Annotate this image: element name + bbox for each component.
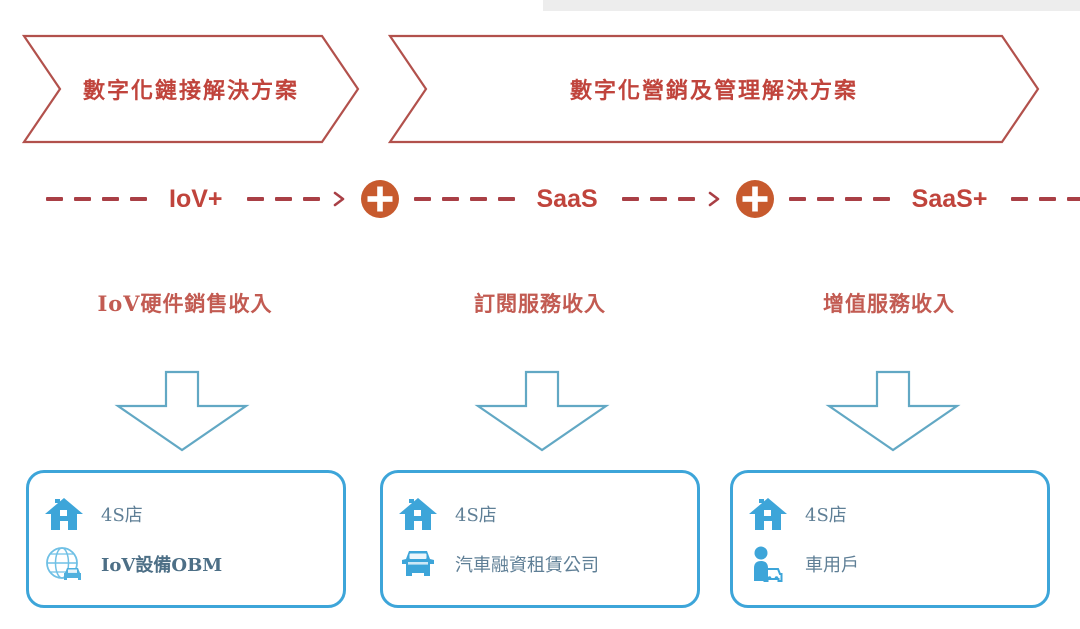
list-item[interactable]: IoV設備OBM	[29, 539, 343, 589]
globe-car-icon	[46, 547, 81, 580]
revenue-label-hardware: IoV硬件銷售收入	[97, 291, 273, 316]
list-item-label: IoV設備OBM	[101, 555, 223, 576]
down-block-arrow-icon	[474, 370, 610, 452]
revenue-label-value-added: 增值服務收入	[823, 291, 955, 316]
flow-label-saas: SaaS	[536, 184, 598, 213]
customer-box-row: 4S店 IoV設備OBM 4S店	[0, 470, 1080, 610]
down-block-arrow-icon	[825, 370, 961, 452]
customer-box-value-added[interactable]: 4S店 車用戶	[730, 470, 1050, 608]
customer-box-subscription[interactable]: 4S店 汽車融資租賃公司	[380, 470, 700, 608]
list-item[interactable]: 汽車融資租賃公司	[383, 539, 697, 589]
revenue-label-row: IoV硬件銷售收入 訂閱服務收入 增值服務收入	[0, 288, 1080, 328]
revenue-label-subscription: 訂閱服務收入	[474, 291, 606, 316]
banner-digital-marketing-management[interactable]: 數字化營銷及管理解決方案	[388, 34, 1040, 144]
list-item-label: 車用戶	[805, 555, 859, 576]
list-item-label: 4S店	[101, 505, 143, 526]
list-item[interactable]: 4S店	[383, 489, 697, 539]
house-icon	[749, 498, 787, 530]
customer-box-hardware[interactable]: 4S店 IoV設備OBM	[26, 470, 346, 608]
house-icon	[399, 498, 437, 530]
list-item[interactable]: 4S店	[29, 489, 343, 539]
list-item-label: 4S店	[455, 505, 497, 526]
chevron-banner-shape-icon	[388, 34, 1040, 144]
banner-digital-connection[interactable]: 數字化鏈接解決方案	[22, 34, 360, 144]
list-item[interactable]: 4S店	[733, 489, 1047, 539]
top-edge-band	[543, 0, 1080, 11]
banner-label: 數字化鏈接解決方案	[82, 79, 299, 104]
house-icon	[45, 498, 83, 530]
down-block-arrow-icon	[114, 370, 250, 452]
dash-segment-icon	[413, 197, 515, 201]
dashed-arrow-icon	[621, 191, 721, 207]
chevron-banner-shape-icon	[22, 34, 360, 144]
plus-circle-icon	[735, 180, 774, 218]
list-item[interactable]: 車用戶	[733, 539, 1047, 589]
flow-label-iov: IoV+	[169, 184, 223, 213]
dash-segment-icon	[46, 197, 147, 201]
dashed-arrow-icon	[246, 191, 346, 207]
car-icon	[402, 551, 434, 576]
dashed-arrow-icon	[1011, 191, 1080, 207]
list-item-label: 4S店	[805, 505, 847, 526]
banner-label: 數字化營銷及管理解決方案	[569, 79, 858, 104]
banner-row: 數字化鏈接解決方案 數字化營銷及管理解決方案	[0, 34, 1080, 144]
down-arrow-row	[0, 370, 1080, 452]
dash-segment-icon	[788, 197, 890, 201]
flow-label-saas-plus: SaaS+	[911, 184, 988, 213]
list-item-label: 汽車融資租賃公司	[455, 555, 599, 576]
flow-row: IoV+ SaaS SaaS+	[0, 170, 1080, 228]
person-car-icon	[754, 546, 783, 582]
plus-circle-icon	[360, 180, 399, 218]
